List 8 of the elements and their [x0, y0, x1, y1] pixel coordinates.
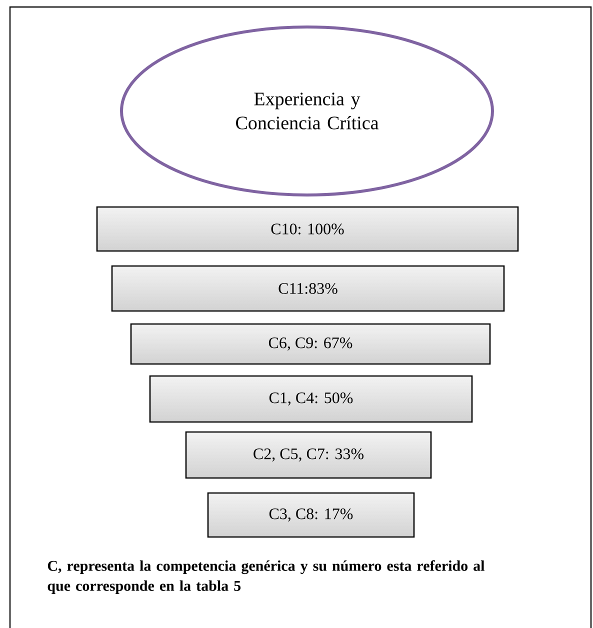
level-bar: C2, C5, C7: 33% [185, 431, 432, 479]
level-bar: C1, C4: 50% [149, 375, 473, 423]
level-bar: C10: 100% [96, 206, 519, 252]
level-bar: C6, C9: 67% [130, 323, 491, 365]
level-bar: C11:83% [111, 265, 505, 312]
level-bar: C3, C8: 17% [207, 492, 415, 538]
note-text: C, representa la competencia genérica y su número esta referido al que corresponde en la tabla 5 [48, 560, 484, 594]
ellipse-node: Experiencia y Conciencia Crítica [120, 26, 494, 196]
